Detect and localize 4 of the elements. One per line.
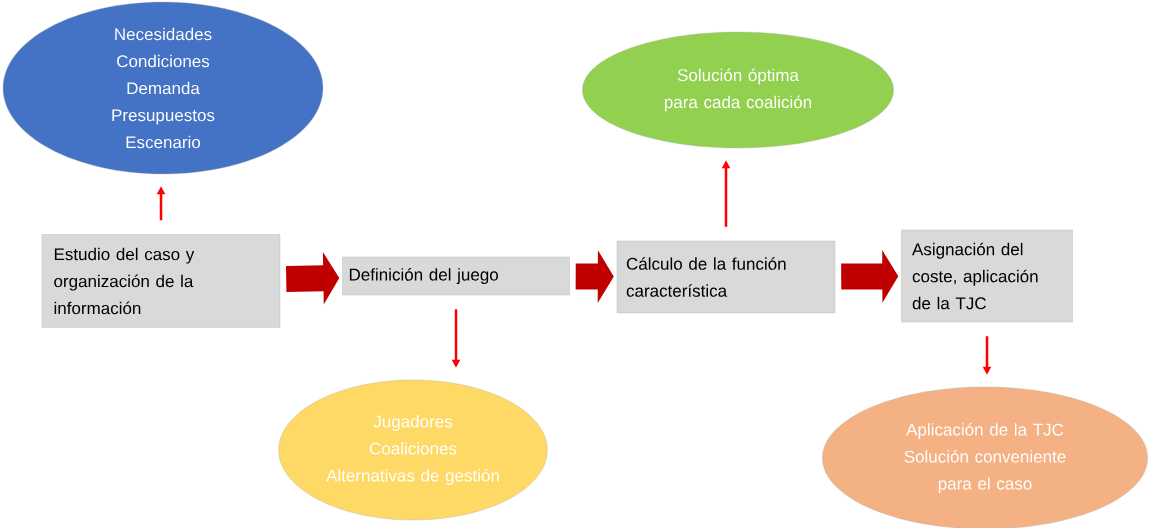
process-box: Definición del juego (342, 256, 570, 296)
process-box: Cálculo de la función característica (616, 240, 836, 314)
process-box: Asignación del coste, aplicación de la TJC (901, 229, 1073, 323)
process-box: Estudio del caso y organización de la información (41, 234, 281, 328)
